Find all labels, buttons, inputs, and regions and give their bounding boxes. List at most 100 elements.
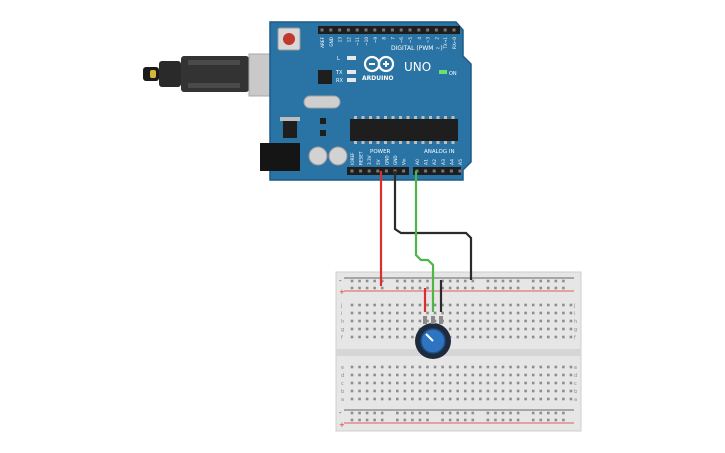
breadboard-hole[interactable] — [411, 303, 414, 307]
breadboard-hole[interactable] — [463, 303, 467, 307]
breadboard-hole[interactable] — [524, 303, 527, 307]
breadboard-hole[interactable] — [501, 319, 505, 323]
breadboard-hole[interactable] — [426, 365, 429, 369]
breadboard-hole[interactable] — [358, 311, 361, 315]
breadboard-hole[interactable] — [448, 319, 452, 323]
breadboard-hole[interactable] — [433, 365, 437, 369]
potentiometer[interactable] — [415, 316, 451, 359]
breadboard-hole[interactable] — [524, 319, 527, 323]
breadboard-hole[interactable] — [539, 418, 543, 422]
breadboard-hole[interactable] — [516, 335, 520, 339]
breadboard-hole[interactable] — [380, 303, 384, 307]
breadboard-hole[interactable] — [509, 381, 512, 385]
breadboard-hole[interactable] — [471, 286, 475, 290]
breadboard-hole[interactable] — [501, 286, 505, 290]
header-pin[interactable] — [399, 28, 403, 32]
breadboard-hole[interactable] — [547, 327, 550, 331]
header-pin[interactable] — [320, 28, 324, 32]
breadboard-hole[interactable] — [531, 411, 535, 415]
breadboard-hole[interactable] — [350, 411, 354, 415]
breadboard-hole[interactable] — [554, 319, 558, 323]
breadboard-hole[interactable] — [388, 397, 392, 401]
breadboard-hole[interactable] — [531, 373, 535, 377]
breadboard-hole[interactable] — [494, 286, 497, 290]
breadboard-hole[interactable] — [486, 365, 490, 369]
breadboard-hole[interactable] — [396, 397, 399, 401]
breadboard-hole[interactable] — [562, 319, 565, 323]
breadboard-hole[interactable] — [494, 319, 497, 323]
breadboard-hole[interactable] — [463, 397, 467, 401]
breadboard-hole[interactable] — [509, 335, 512, 339]
breadboard-hole[interactable] — [463, 335, 467, 339]
breadboard-hole[interactable] — [547, 319, 550, 323]
breadboard-hole[interactable] — [403, 418, 407, 422]
breadboard-hole[interactable] — [441, 373, 444, 377]
breadboard-hole[interactable] — [441, 418, 444, 422]
breadboard-hole[interactable] — [448, 365, 452, 369]
breadboard-hole[interactable] — [418, 373, 422, 377]
breadboard-hole[interactable] — [380, 418, 384, 422]
breadboard-hole[interactable] — [479, 311, 482, 315]
breadboard-hole[interactable] — [365, 303, 369, 307]
breadboard-hole[interactable] — [426, 389, 429, 393]
breadboard-hole[interactable] — [441, 303, 444, 307]
breadboard-hole[interactable] — [471, 335, 475, 339]
breadboard-hole[interactable] — [426, 381, 429, 385]
breadboard-hole[interactable] — [509, 373, 512, 377]
breadboard-hole[interactable] — [486, 373, 490, 377]
breadboard-hole[interactable] — [396, 411, 399, 415]
breadboard-hole[interactable] — [547, 397, 550, 401]
breadboard-hole[interactable] — [479, 303, 482, 307]
breadboard-hole[interactable] — [350, 381, 354, 385]
breadboard-hole[interactable] — [411, 411, 414, 415]
breadboard-hole[interactable] — [456, 327, 459, 331]
breadboard-hole[interactable] — [516, 397, 520, 401]
breadboard-hole[interactable] — [350, 303, 354, 307]
breadboard-hole[interactable] — [524, 365, 527, 369]
breadboard-hole[interactable] — [426, 303, 429, 307]
breadboard-hole[interactable] — [547, 411, 550, 415]
breadboard-hole[interactable] — [494, 397, 497, 401]
breadboard-hole[interactable] — [396, 389, 399, 393]
breadboard-hole[interactable] — [516, 303, 520, 307]
breadboard-hole[interactable] — [433, 303, 437, 307]
breadboard-hole[interactable] — [539, 311, 543, 315]
breadboard-hole[interactable] — [494, 389, 497, 393]
breadboard-hole[interactable] — [365, 418, 369, 422]
breadboard-hole[interactable] — [509, 311, 512, 315]
header-pin[interactable] — [355, 28, 359, 32]
breadboard-hole[interactable] — [501, 373, 505, 377]
breadboard-hole[interactable] — [509, 411, 512, 415]
breadboard-hole[interactable] — [494, 311, 497, 315]
breadboard-hole[interactable] — [569, 311, 573, 315]
breadboard-hole[interactable] — [509, 279, 512, 283]
breadboard-hole[interactable] — [524, 397, 527, 401]
breadboard-hole[interactable] — [494, 418, 497, 422]
breadboard-hole[interactable] — [358, 397, 361, 401]
breadboard-hole[interactable] — [501, 311, 505, 315]
breadboard-hole[interactable] — [479, 373, 482, 377]
breadboard-hole[interactable] — [380, 335, 384, 339]
breadboard-hole[interactable] — [456, 389, 459, 393]
breadboard-hole[interactable] — [547, 335, 550, 339]
breadboard-hole[interactable] — [403, 373, 407, 377]
breadboard-hole[interactable] — [554, 418, 558, 422]
breadboard-hole[interactable] — [433, 381, 437, 385]
breadboard-hole[interactable] — [380, 286, 384, 290]
breadboard-hole[interactable] — [358, 327, 361, 331]
breadboard-hole[interactable] — [463, 418, 467, 422]
breadboard-hole[interactable] — [494, 327, 497, 331]
breadboard-hole[interactable] — [501, 389, 505, 393]
breadboard-hole[interactable] — [433, 373, 437, 377]
breadboard-hole[interactable] — [486, 286, 490, 290]
breadboard-hole[interactable] — [479, 381, 482, 385]
breadboard-hole[interactable] — [456, 303, 459, 307]
breadboard-hole[interactable] — [539, 327, 543, 331]
breadboard-hole[interactable] — [456, 286, 459, 290]
breadboard-hole[interactable] — [418, 381, 422, 385]
breadboard-hole[interactable] — [396, 418, 399, 422]
breadboard-hole[interactable] — [463, 373, 467, 377]
header-pin[interactable] — [390, 28, 394, 32]
breadboard-hole[interactable] — [486, 397, 490, 401]
